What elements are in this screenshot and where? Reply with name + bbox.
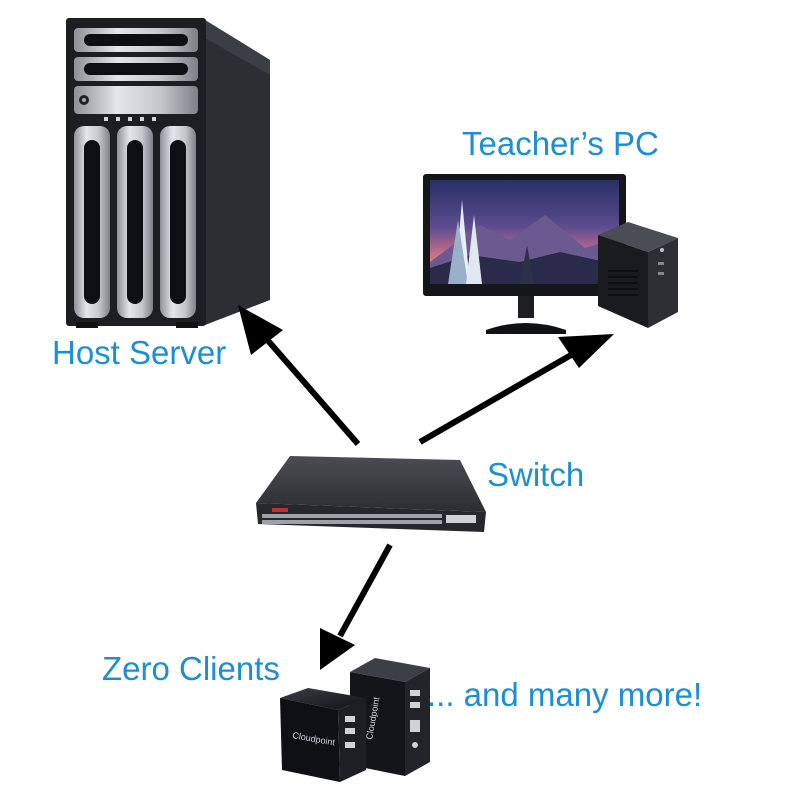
many-more-label: ... and many more! <box>427 676 703 713</box>
teacher-pc-monitor <box>423 174 626 334</box>
teacher-pc-mini-box <box>598 222 678 328</box>
zero-clients-label: Zero Clients <box>102 650 280 687</box>
teacher-pc-label: Teacher’s PC <box>462 125 659 162</box>
switch-label: Switch <box>487 456 585 493</box>
arrow-to-zero-clients <box>320 543 393 670</box>
zero-client-front-box: Cloudpoint <box>280 688 366 782</box>
network-switch <box>256 456 486 532</box>
arrow-to-teacher-pc <box>418 334 614 445</box>
host-server-tower <box>66 18 270 328</box>
arrow-to-host-server <box>238 305 361 446</box>
host-server-label: Host Server <box>52 334 227 371</box>
